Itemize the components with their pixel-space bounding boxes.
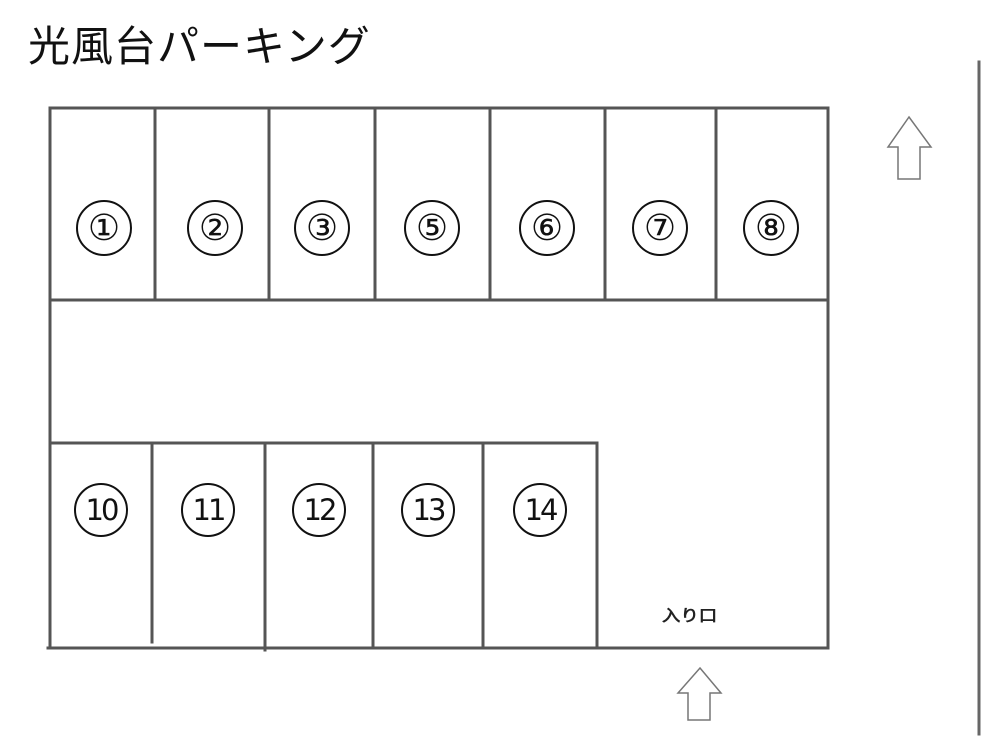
parking-spot-8[interactable]: ⑧	[743, 200, 799, 256]
parking-spot-13[interactable]: 13	[401, 483, 455, 537]
parking-spot-12[interactable]: 12	[292, 483, 346, 537]
parking-spot-1[interactable]: ①	[76, 200, 132, 256]
page-title: 光風台パーキング	[28, 22, 371, 71]
parking-spot-14[interactable]: 14	[513, 483, 567, 537]
parking-spot-2[interactable]: ②	[187, 200, 243, 256]
parking-spot-7[interactable]: ⑦	[632, 200, 688, 256]
entrance-arrow-icon	[676, 666, 723, 721]
parking-spot-11[interactable]: 11	[181, 483, 235, 537]
parking-spot-6[interactable]: ⑥	[519, 200, 575, 256]
parking-spot-10[interactable]: 10	[74, 483, 128, 537]
parking-spot-5[interactable]: ⑤	[404, 200, 460, 256]
road-direction-arrow-icon	[886, 115, 933, 180]
parking-spot-3[interactable]: ③	[294, 200, 350, 256]
entrance-label: 入り口	[662, 606, 718, 625]
